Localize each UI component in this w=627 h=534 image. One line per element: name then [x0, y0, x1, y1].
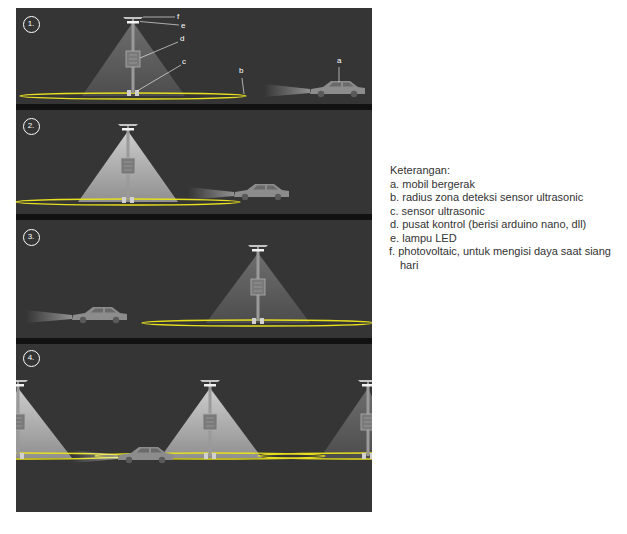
legend-heading: Keterangan:: [390, 164, 450, 178]
legend-item: a. mobil bergerak: [390, 178, 475, 192]
step-number: 2.: [28, 122, 35, 130]
legend-item: c. sensor ultrasonic: [390, 205, 485, 219]
legend-item: b. radius zona deteksi sensor ultrasonic: [390, 191, 583, 205]
callout-letter: b: [239, 67, 243, 75]
step-number: 3.: [28, 233, 35, 241]
step-number-circle: 4.: [23, 350, 40, 367]
step-number: 1.: [28, 20, 35, 28]
callout-letter: e: [181, 22, 185, 30]
step-number-circle: 3.: [23, 229, 40, 246]
step-number-circle: 2.: [23, 118, 40, 135]
legend-item: d. pusat kontrol (berisi arduino nano, d…: [390, 218, 586, 232]
step-number-circle: 1.: [23, 16, 40, 33]
callout-letter: a: [337, 57, 341, 65]
callout-letter: c: [182, 58, 186, 66]
legend-item: f. photovoltaic, untuk mengisi daya saat…: [389, 245, 622, 272]
legend-item: e. lampu LED: [390, 232, 457, 246]
callout-letter: f: [177, 13, 179, 21]
callout-letter: d: [180, 35, 184, 43]
step-number: 4.: [28, 354, 35, 362]
